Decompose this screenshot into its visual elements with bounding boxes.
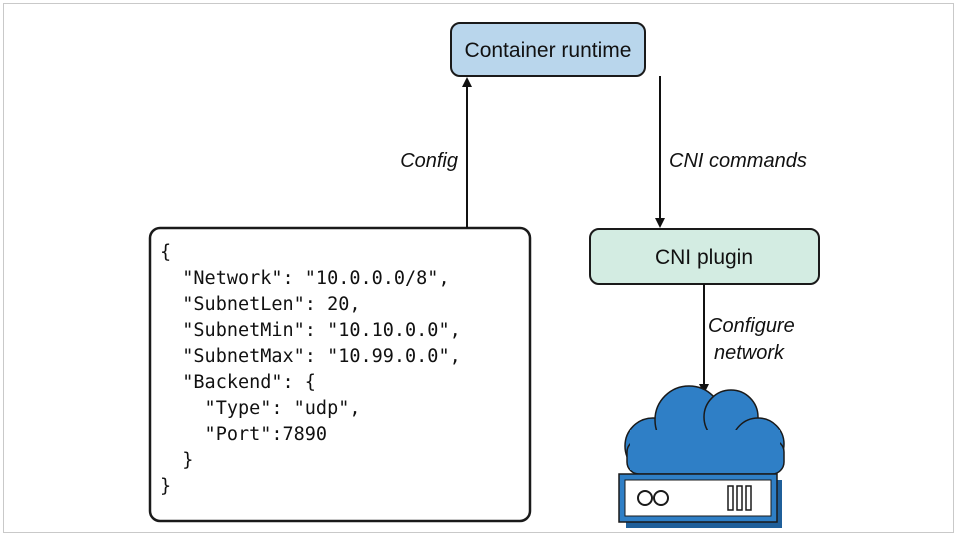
configure-edge-label-line2: network [714, 342, 785, 364]
container-runtime-label: Container runtime [465, 39, 632, 62]
config-code-line: } [160, 476, 171, 497]
diagram-frame [3, 3, 954, 533]
config-code-line: "Type": "udp", [160, 398, 360, 419]
cloud-shape-fill [630, 430, 780, 470]
config-code-line: "SubnetLen": 20, [160, 294, 360, 315]
config-code-line: } [160, 450, 193, 471]
config-code-line: "Network": "10.0.0.0/8", [160, 268, 450, 289]
cni-commands-edge-label: CNI commands [669, 150, 807, 172]
container-runtime-node: Container runtime [450, 22, 646, 77]
config-code-line: "Backend": { [160, 372, 316, 393]
config-code-line: { [160, 242, 171, 263]
config-code-block: { "Network": "10.0.0.0/8", "SubnetLen": … [160, 242, 461, 497]
config-code-line: "SubnetMax": "10.99.0.0", [160, 346, 461, 367]
config-json-node: { "Network": "10.0.0.0/8", "SubnetLen": … [148, 226, 532, 523]
cni-plugin-label: CNI plugin [655, 246, 753, 269]
cni-plugin-node: CNI plugin [589, 228, 820, 285]
config-code-line: "Port":7890 [160, 424, 327, 445]
server-shape [618, 473, 778, 523]
config-json-box [148, 226, 532, 523]
container-runtime-box [450, 22, 646, 77]
config-code-line: "SubnetMin": "10.10.0.0", [160, 320, 461, 341]
configure-edge-label-line1: Configure [708, 315, 795, 337]
cloud-server-icon [618, 385, 785, 528]
config-edge-label: Config [400, 150, 458, 172]
